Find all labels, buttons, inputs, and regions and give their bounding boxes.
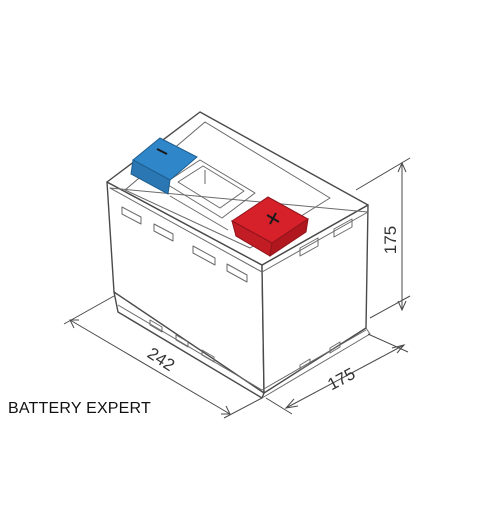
plus-sign <box>266 212 280 225</box>
front-ribs <box>121 206 248 283</box>
width-dimension <box>265 333 409 415</box>
length-dimension-label: 242 <box>144 344 178 375</box>
height-dimension-label: 175 <box>381 226 400 254</box>
negative-terminal-front <box>130 159 171 195</box>
handle-recess <box>164 159 256 219</box>
brand-label: BATTERY EXPERT <box>8 400 151 417</box>
battery-base <box>113 291 371 399</box>
width-dimension-label: 175 <box>324 364 358 394</box>
negative-terminal <box>130 137 198 195</box>
side-ribs <box>299 218 353 257</box>
lid-edge <box>109 187 369 273</box>
minus-sign <box>156 148 168 155</box>
positive-terminal <box>231 196 309 258</box>
positive-terminal-side <box>269 217 309 258</box>
length-dimension <box>63 295 263 419</box>
height-dimension <box>355 157 411 319</box>
handle-inner <box>177 165 245 209</box>
lid-plateau <box>124 121 331 249</box>
